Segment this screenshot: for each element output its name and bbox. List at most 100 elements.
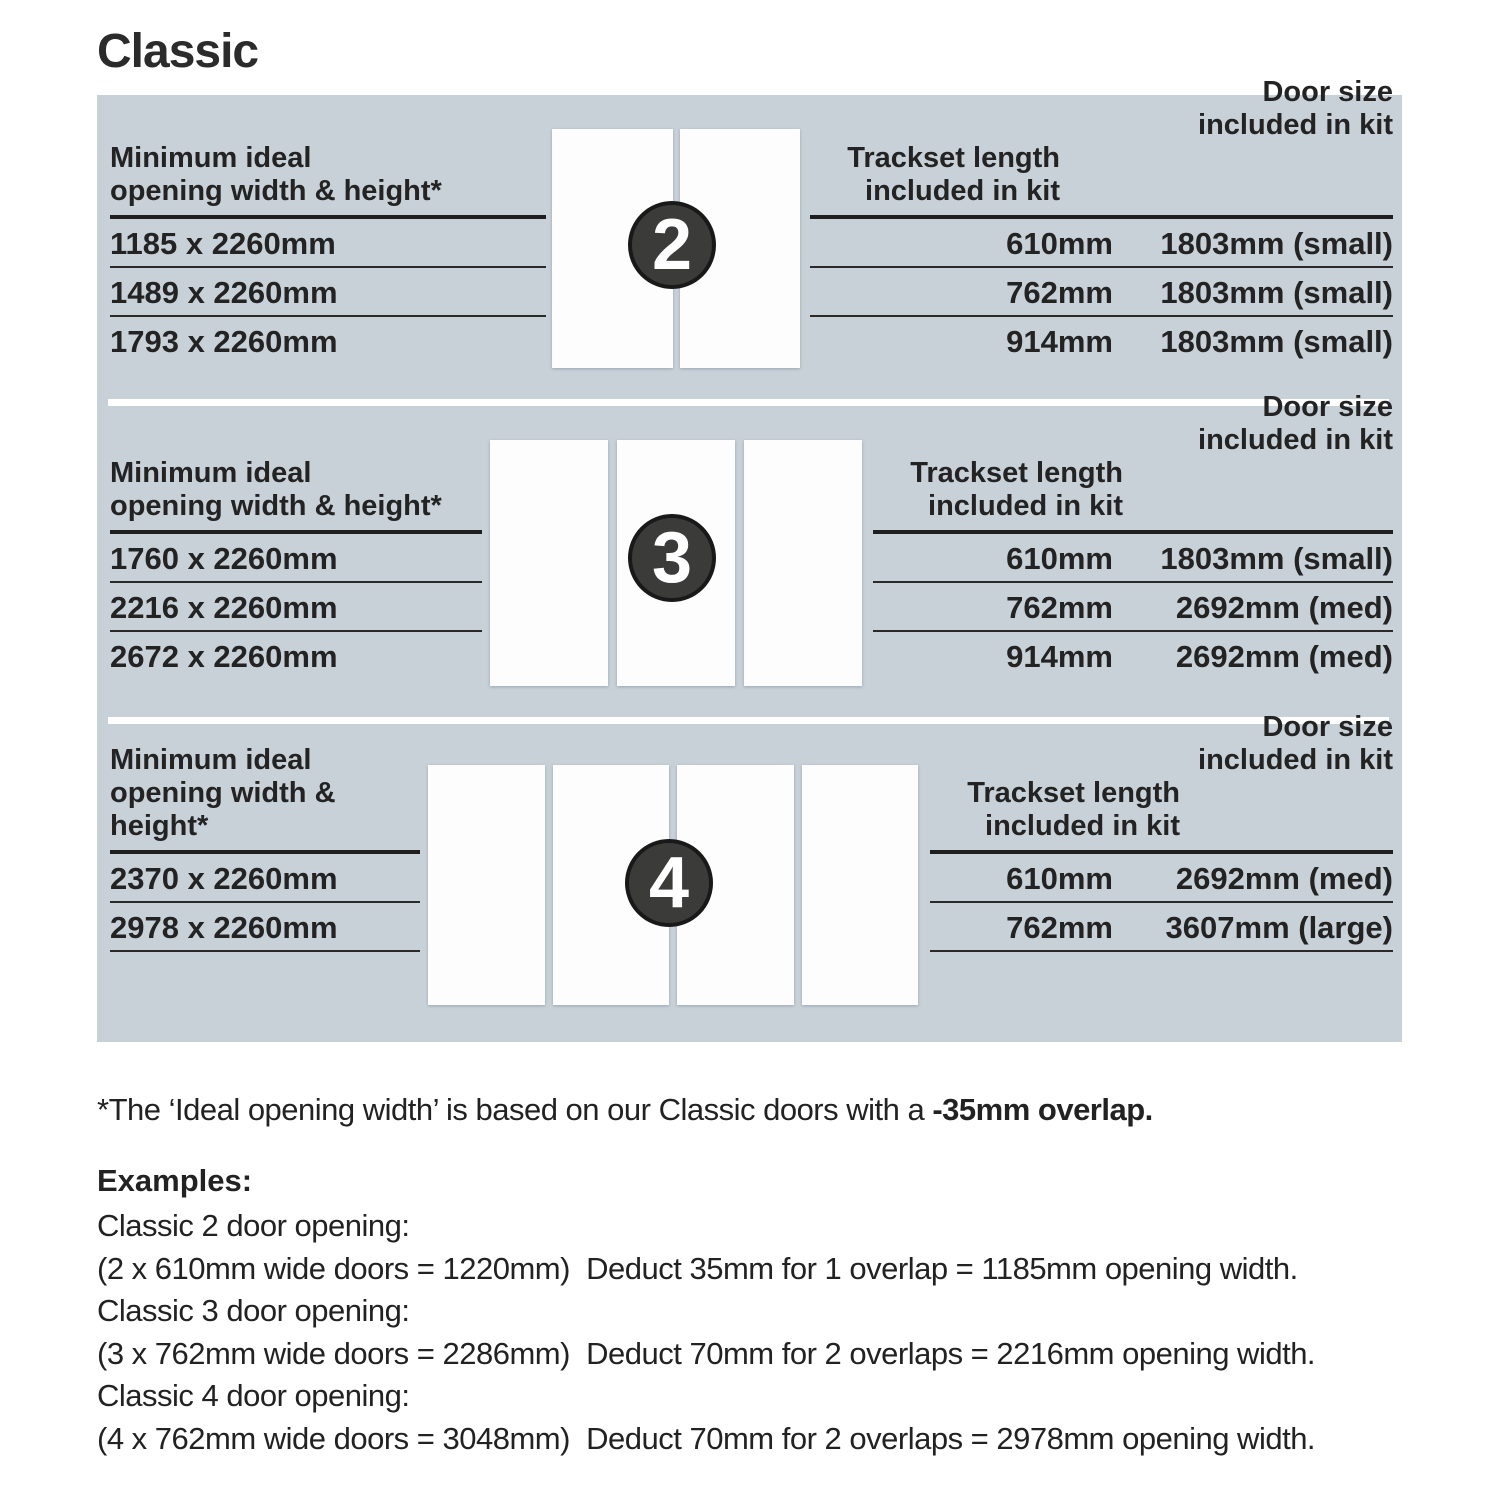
table-row: 762mm 2692mm (med): [873, 583, 1393, 632]
door-panel: [428, 765, 545, 1005]
header-rule: [110, 530, 482, 534]
door-size-value: 762mm: [1006, 910, 1113, 945]
door-size-value: 762mm: [1006, 275, 1113, 310]
header-rule: [110, 215, 546, 219]
example-label: Classic 4 door opening:: [97, 1378, 410, 1413]
trackset-header-line1: Trackset length: [967, 777, 1180, 809]
trackset-value: 1803mm (small): [1160, 226, 1393, 261]
kit-table: Door size included in kit Trackset lengt…: [873, 391, 1393, 681]
trackset-header: Trackset length included in kit: [810, 142, 1060, 208]
door-size-header: Door size included in kit: [873, 391, 1393, 457]
trackset-header: Trackset length included in kit: [873, 457, 1123, 523]
table-row: 762mm 3607mm (large): [930, 903, 1393, 952]
table-row: 1489 x 2260mm: [110, 268, 546, 317]
section-3-door: Minimum ideal opening width & height* 17…: [97, 391, 1402, 717]
door-size-header: Door size included in kit: [930, 711, 1393, 777]
table-row: 914mm 1803mm (small): [810, 317, 1393, 366]
examples-heading: Examples:: [97, 1163, 253, 1198]
trackset-header-line1: Trackset length: [847, 142, 1060, 174]
opening-header-line1: Minimum ideal: [110, 142, 312, 174]
header-rule: [810, 215, 1393, 219]
door-count-badge: 3: [628, 514, 716, 602]
footnote-text: *The ‘Ideal opening width’ is based on o…: [97, 1092, 933, 1127]
table-row: 762mm 1803mm (small): [810, 268, 1393, 317]
opening-header-line1: Minimum ideal: [110, 744, 312, 776]
trackset-header: Trackset length included in kit: [930, 777, 1180, 843]
door-size-header: Door size included in kit: [810, 76, 1393, 142]
door-size-value: 914mm: [1006, 324, 1113, 359]
trackset-header-line2: included in kit: [985, 810, 1180, 842]
trackset-value: 2692mm (med): [1175, 590, 1393, 625]
section-divider: [108, 399, 1389, 406]
opening-header-line2: opening width & height*: [110, 490, 442, 522]
page-title: Classic: [97, 25, 259, 78]
door-size-header-line1: Door size: [1262, 391, 1393, 423]
table-row: 1760 x 2260mm: [110, 534, 482, 583]
door-size-header-line2: included in kit: [1198, 744, 1393, 776]
trackset-value: 1803mm (small): [1160, 275, 1393, 310]
table-row: 1793 x 2260mm: [110, 324, 338, 359]
table-row: 610mm 1803mm (small): [810, 219, 1393, 268]
header-rule: [110, 850, 420, 854]
footnote: *The ‘Ideal opening width’ is based on o…: [97, 1092, 1153, 1128]
table-row: 610mm 2692mm (med): [930, 854, 1393, 903]
trackset-header-line2: included in kit: [865, 175, 1060, 207]
spec-panel: Minimum ideal opening width & height* 11…: [97, 76, 1402, 1042]
table-row: 2370 x 2260mm: [110, 854, 420, 903]
opening-size-header: Minimum ideal opening width & height*: [110, 744, 420, 850]
trackset-value: 2692mm (med): [1175, 861, 1393, 896]
opening-header-line2: opening width & height*: [110, 777, 336, 842]
header-rule: [930, 850, 1393, 854]
table-row: 1185 x 2260mm: [110, 219, 546, 268]
table-row: 2978 x 2260mm: [110, 903, 420, 952]
kit-table-header: Door size included in kit Trackset lengt…: [873, 391, 1393, 530]
trackset-value: 3607mm (large): [1165, 910, 1393, 945]
door-size-header-line1: Door size: [1262, 76, 1393, 108]
door-diagram-2: [552, 129, 800, 368]
section-2-door: Minimum ideal opening width & height* 11…: [97, 76, 1402, 399]
opening-header-line2: opening width & height*: [110, 175, 442, 207]
door-count-badge: 2: [628, 201, 716, 289]
door-panel: [744, 440, 862, 686]
kit-table: Door size included in kit Trackset lengt…: [930, 711, 1393, 952]
opening-size-header: Minimum ideal opening width & height*: [110, 142, 546, 215]
opening-size-header: Minimum ideal opening width & height*: [110, 457, 482, 530]
door-size-header-line2: included in kit: [1198, 109, 1393, 141]
door-size-header-line2: included in kit: [1198, 424, 1393, 456]
door-panel: [490, 440, 608, 686]
footnote-bold-text: -35mm overlap.: [932, 1092, 1153, 1127]
kit-table: Door size included in kit Trackset lengt…: [810, 76, 1393, 366]
header-rule: [873, 530, 1393, 534]
kit-table-header: Door size included in kit Trackset lengt…: [930, 711, 1393, 850]
door-size-value: 914mm: [1006, 639, 1113, 674]
table-row: 2216 x 2260mm: [110, 583, 482, 632]
example-label: Classic 2 door opening:: [97, 1208, 410, 1243]
examples-list: Classic 2 door opening: (2 x 610mm wide …: [97, 1205, 1460, 1460]
door-size-value: 762mm: [1006, 590, 1113, 625]
table-row: 914mm 2692mm (med): [873, 632, 1393, 681]
opening-size-table: Minimum ideal opening width & height* 11…: [110, 142, 546, 366]
trackset-header-line1: Trackset length: [910, 457, 1123, 489]
door-size-value: 610mm: [1006, 226, 1113, 261]
door-size-value: 610mm: [1006, 541, 1113, 576]
door-size-value: 610mm: [1006, 861, 1113, 896]
table-row: 2672 x 2260mm: [110, 639, 338, 674]
example-label: Classic 3 door opening:: [97, 1293, 410, 1328]
opening-size-table: Minimum ideal opening width & height* 17…: [110, 457, 482, 681]
kit-table-header: Door size included in kit Trackset lengt…: [810, 76, 1393, 215]
example-detail: (2 x 610mm wide doors = 1220mm) Deduct 3…: [97, 1250, 1298, 1286]
trackset-value: 1803mm (small): [1160, 541, 1393, 576]
opening-size-table: Minimum ideal opening width & height* 23…: [110, 744, 420, 952]
door-panel: [801, 765, 918, 1005]
table-row: 610mm 1803mm (small): [873, 534, 1393, 583]
example-detail: (3 x 762mm wide doors = 2286mm) Deduct 7…: [97, 1335, 1316, 1371]
trackset-value: 2692mm (med): [1175, 639, 1393, 674]
door-count-badge: 4: [625, 839, 713, 927]
trackset-value: 1803mm (small): [1160, 324, 1393, 359]
section-divider: [108, 717, 1389, 724]
trackset-header-line2: included in kit: [928, 490, 1123, 522]
door-size-header-line1: Door size: [1262, 711, 1393, 743]
example-detail: (4 x 762mm wide doors = 3048mm) Deduct 7…: [97, 1420, 1316, 1456]
opening-header-line1: Minimum ideal: [110, 457, 312, 489]
